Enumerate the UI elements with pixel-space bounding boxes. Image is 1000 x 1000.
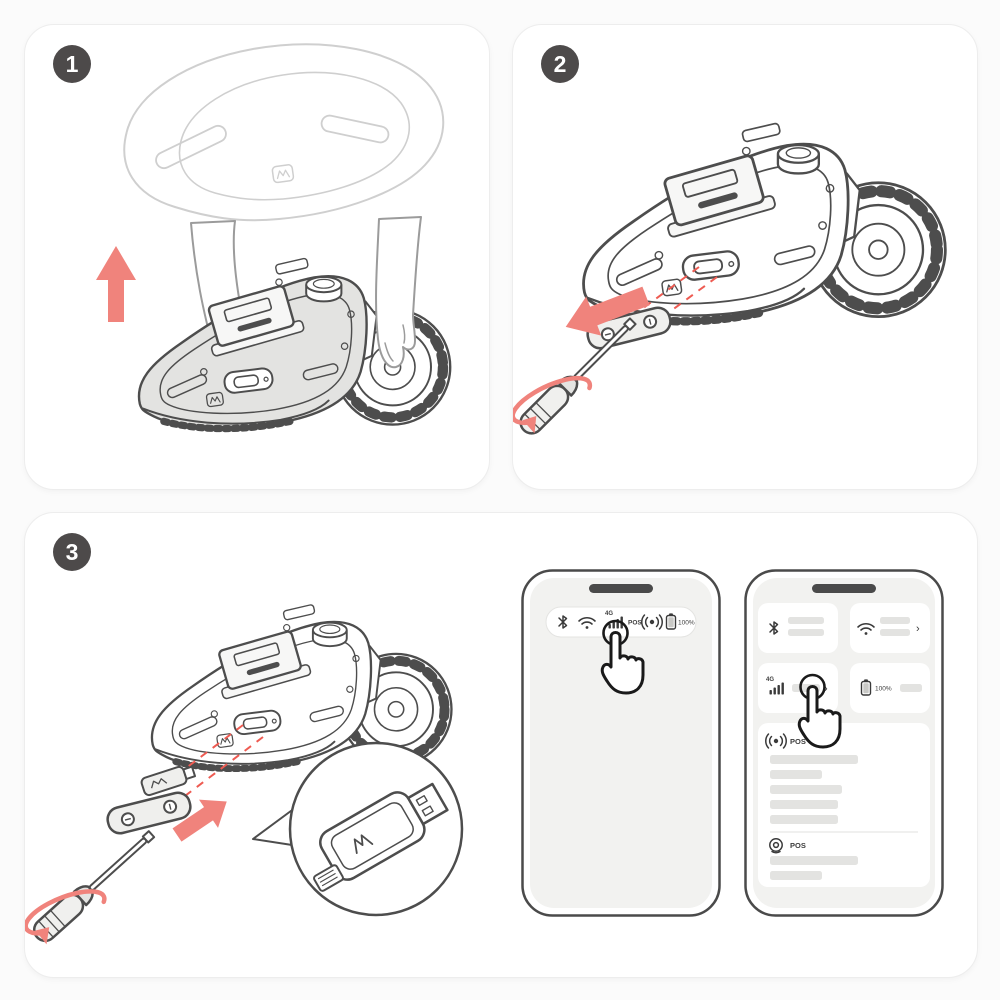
battery-icon	[665, 612, 677, 630]
usb-4g-dongle-small	[140, 765, 197, 797]
cellular-4g-icon: 4G	[766, 677, 784, 695]
step-1-badge: 1	[53, 45, 91, 83]
cellular-4g-icon[interactable]: 4G	[605, 611, 623, 629]
dongle-logo	[353, 834, 374, 854]
dongle-callout	[252, 741, 464, 917]
usb-4g-dongle-large	[313, 782, 449, 892]
svg-text:4G: 4G	[766, 677, 774, 683]
right-arm-hand	[375, 216, 422, 369]
battery-icon	[860, 678, 872, 696]
phone-mockup-2: › 4G › 100%	[744, 569, 944, 917]
step-2-illustration	[513, 25, 977, 489]
phone-mockup-1: 4G POS 100%	[521, 569, 721, 917]
phone-notch	[589, 584, 653, 593]
cover-logo	[271, 164, 295, 184]
usb-connector	[406, 782, 449, 826]
chevron-right-icon: ›	[916, 623, 920, 635]
chevron-right-icon: ›	[824, 683, 828, 695]
card-bluetooth[interactable]	[758, 603, 838, 653]
battery-percent: 100%	[678, 620, 695, 627]
card-battery[interactable]: 100%	[850, 663, 930, 713]
card-cellular-4g[interactable]: 4G ›	[758, 663, 838, 713]
pos-section-label: POS	[790, 737, 806, 746]
mower-open	[152, 604, 452, 768]
pos-section-label: POS	[790, 841, 806, 850]
step-2-panel: 2	[512, 24, 978, 490]
arrow-down-left	[565, 286, 650, 336]
arrow-up	[96, 246, 136, 322]
step-3-illustration: 4G POS 100%	[25, 569, 944, 977]
battery-percent: 100%	[875, 686, 892, 693]
arrow-up-right	[172, 799, 227, 842]
card-pos[interactable]: POS POS	[758, 723, 930, 887]
svg-text:4G: 4G	[605, 611, 613, 617]
step-2-badge: 2	[541, 45, 579, 83]
lifted-top-cover	[123, 43, 445, 222]
step-1-panel: 1	[24, 24, 490, 490]
step-3-badge: 3	[53, 533, 91, 571]
phone-notch	[812, 584, 876, 593]
step-3-panel: 3	[24, 512, 978, 978]
step-1-illustration	[96, 43, 489, 489]
pos-label: POS	[628, 620, 642, 627]
card-wifi[interactable]: ›	[850, 603, 930, 653]
